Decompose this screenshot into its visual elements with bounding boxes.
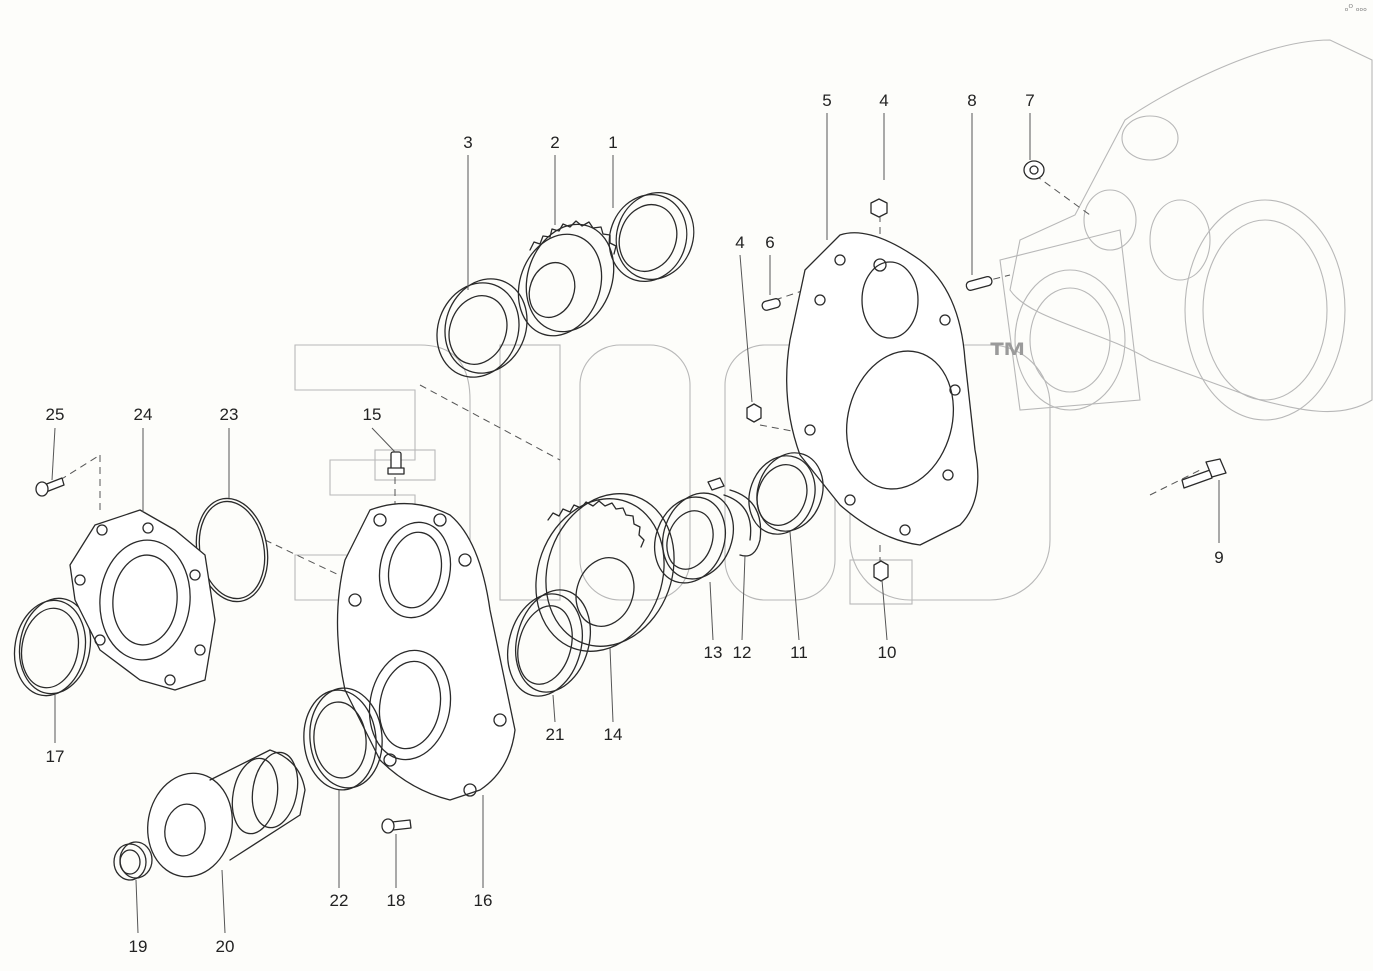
part-1-seal [608, 192, 695, 282]
part-24-cap [69, 509, 216, 691]
watermark-trademark: ™ [988, 335, 1028, 379]
part-7-nut [1023, 160, 1045, 180]
callout-6: 6 [765, 233, 775, 252]
callout-18: 18 [386, 891, 406, 910]
callout-11: 11 [790, 643, 808, 662]
part-4-plug-mid [746, 403, 762, 423]
callout-16: 16 [473, 891, 493, 910]
part-8-pin [965, 276, 993, 291]
part-16-housing [336, 502, 516, 801]
part-17-ring [13, 597, 92, 697]
leader-lines [51, 113, 1220, 934]
callout-3: 3 [463, 133, 473, 152]
part-10-plug [873, 560, 889, 582]
callout-23: 23 [219, 405, 239, 424]
callout-7: 7 [1025, 91, 1035, 110]
callout-12: 12 [732, 643, 752, 662]
callout-20: 20 [215, 937, 235, 956]
callout-10: 10 [877, 643, 897, 662]
part-18-bolt [381, 818, 412, 834]
callout-15: 15 [362, 405, 382, 424]
callout-4b: 4 [735, 233, 745, 252]
part-15-breather [387, 451, 405, 475]
part-19-bushing [113, 841, 153, 881]
part-2-gear [517, 220, 617, 337]
part-9-bolt [1181, 458, 1227, 489]
part-5-cover [786, 232, 979, 546]
callout-1: 1 [608, 133, 618, 152]
callout-8: 8 [967, 91, 977, 110]
part-13-bearing [654, 477, 734, 584]
callout-17: 17 [45, 747, 65, 766]
part-4-plug-top [870, 198, 888, 218]
part-14-gear [535, 493, 675, 652]
callout-14: 14 [603, 725, 623, 744]
part-21-bearing [507, 589, 591, 697]
part-12-circlip [723, 489, 762, 557]
part-3-seal [436, 278, 528, 378]
callout-9: 9 [1214, 548, 1224, 567]
corner-mark: ₒᴼ ₒₒₒ [1344, 4, 1367, 14]
callout-2: 2 [550, 133, 560, 152]
callout-21: 21 [545, 725, 565, 744]
callout-4a: 4 [879, 91, 889, 110]
callout-25: 25 [45, 405, 65, 424]
part-6-pin [761, 298, 781, 311]
part-11-ring [748, 452, 824, 535]
callout-24: 24 [133, 405, 153, 424]
housing-background [999, 39, 1373, 421]
part-25-bolt [35, 477, 65, 497]
part-22-ring [303, 687, 383, 791]
callout-22: 22 [329, 891, 349, 910]
part-20-flange [147, 749, 306, 878]
callout-5: 5 [822, 91, 832, 110]
callout-19: 19 [128, 937, 148, 956]
callout-13: 13 [703, 643, 723, 662]
